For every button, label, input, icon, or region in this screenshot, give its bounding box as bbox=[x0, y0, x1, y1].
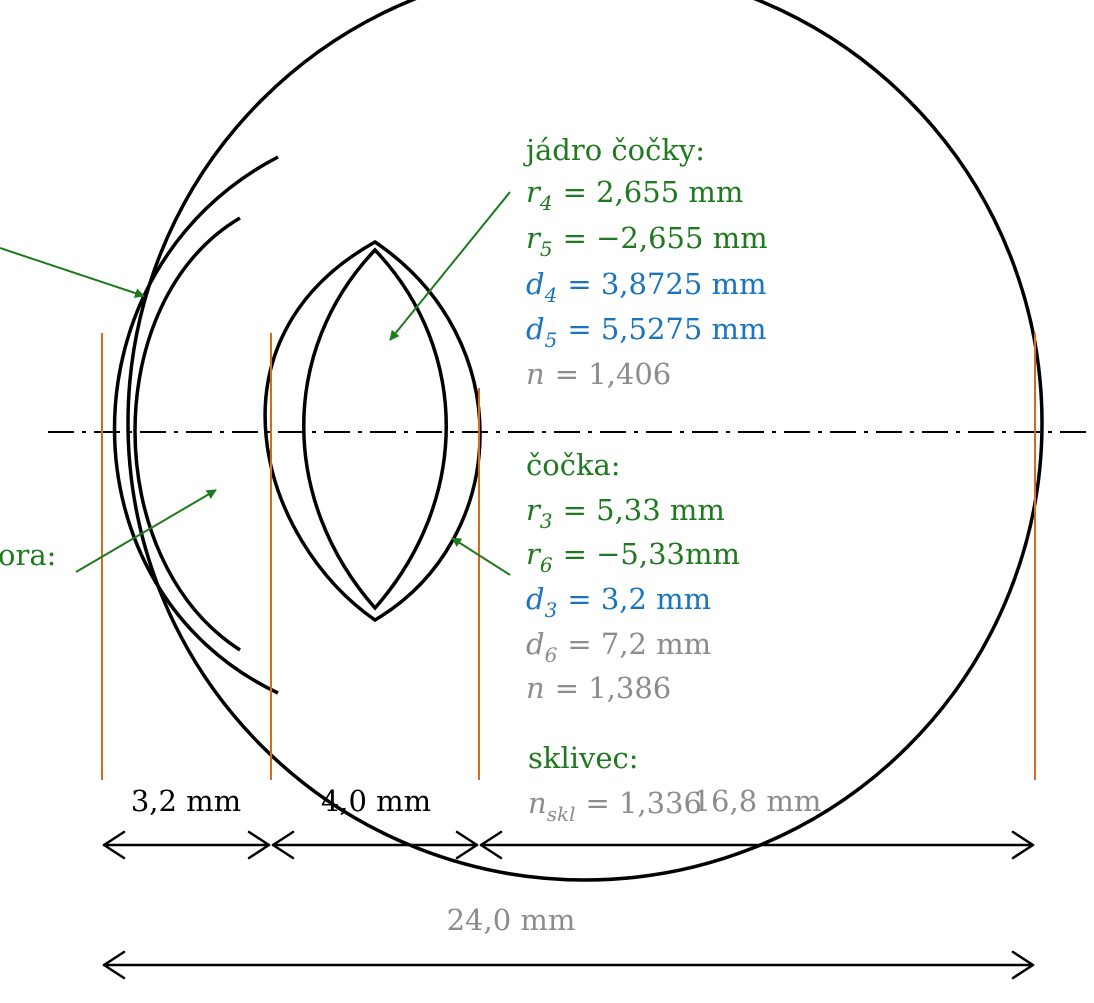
lens-nucleus-outline bbox=[302, 247, 448, 611]
nucleus-d4: d4= 3,8725 mm bbox=[526, 267, 767, 307]
dimension-label-3-2: 3,2 mm bbox=[131, 784, 241, 818]
svg-text:d6= 7,2 mm: d6= 7,2 mm bbox=[526, 627, 711, 667]
dimension-arrowhead bbox=[247, 830, 271, 860]
svg-text:d3= 3,2 mm: d3= 3,2 mm bbox=[526, 582, 711, 622]
cornea-outer bbox=[112, 155, 279, 695]
svg-text:r4= 2,655 mm: r4= 2,655 mm bbox=[526, 175, 743, 215]
nucleus-r5: r5= −2,655 mm bbox=[526, 221, 768, 261]
dimension-arrowhead bbox=[1011, 830, 1035, 860]
dimension-label-4-0: 4,0 mm bbox=[321, 784, 431, 818]
svg-text:n= 1,386: n= 1,386 bbox=[526, 671, 671, 705]
arrow-nucleus bbox=[389, 191, 511, 341]
dimension-arrowhead bbox=[271, 830, 295, 860]
lens-heading: čočka: bbox=[526, 448, 621, 482]
nucleus-n: n= 1,406 bbox=[526, 357, 671, 391]
lens-r3: r3= 5,33 mm bbox=[526, 493, 725, 533]
svg-text:d5= 5,5275 mm: d5= 5,5275 mm bbox=[526, 312, 767, 352]
svg-text:n= 1,406: n= 1,406 bbox=[526, 357, 671, 391]
lens-d6: d6= 7,2 mm bbox=[526, 627, 711, 667]
arrow-cornea bbox=[0, 247, 145, 298]
svg-text:r6= −5,33mm: r6= −5,33mm bbox=[526, 537, 740, 577]
dimension-arrows bbox=[102, 830, 1035, 980]
lens-outline bbox=[263, 239, 482, 623]
dimension-arrowhead bbox=[1011, 950, 1035, 980]
arrow-anterior-chamber bbox=[75, 489, 217, 573]
eyeball-outline bbox=[126, 0, 1044, 882]
dimension-arrowhead bbox=[102, 950, 126, 980]
nucleus-r4: r4= 2,655 mm bbox=[526, 175, 743, 215]
nucleus-heading: jádro čočky: bbox=[523, 133, 705, 167]
dimension-label-16-8: 16,8 mm bbox=[693, 784, 822, 818]
lens-n: n= 1,386 bbox=[526, 671, 671, 705]
arrow-lens bbox=[451, 537, 511, 576]
vitreous-heading: sklivec: bbox=[528, 741, 639, 775]
svg-text:nskl= 1,336: nskl= 1,336 bbox=[528, 786, 702, 826]
lens-r6: r6= −5,33mm bbox=[526, 537, 740, 577]
svg-text:r3= 5,33 mm: r3= 5,33 mm bbox=[526, 493, 725, 533]
dimension-arrowhead bbox=[455, 830, 479, 860]
lens-d3: d3= 3,2 mm bbox=[526, 582, 711, 622]
svg-text:r5= −2,655 mm: r5= −2,655 mm bbox=[526, 221, 768, 261]
dimension-label-24-0: 24,0 mm bbox=[447, 903, 576, 937]
nucleus-d5: d5= 5,5275 mm bbox=[526, 312, 767, 352]
dimension-arrowhead bbox=[102, 830, 126, 860]
cornea-inner bbox=[133, 216, 241, 652]
vitreous-n: nskl= 1,336 bbox=[528, 786, 702, 826]
anterior-chamber-label: ora: bbox=[0, 538, 56, 572]
svg-text:d4= 3,8725 mm: d4= 3,8725 mm bbox=[526, 267, 767, 307]
dimension-arrowhead bbox=[479, 830, 503, 860]
